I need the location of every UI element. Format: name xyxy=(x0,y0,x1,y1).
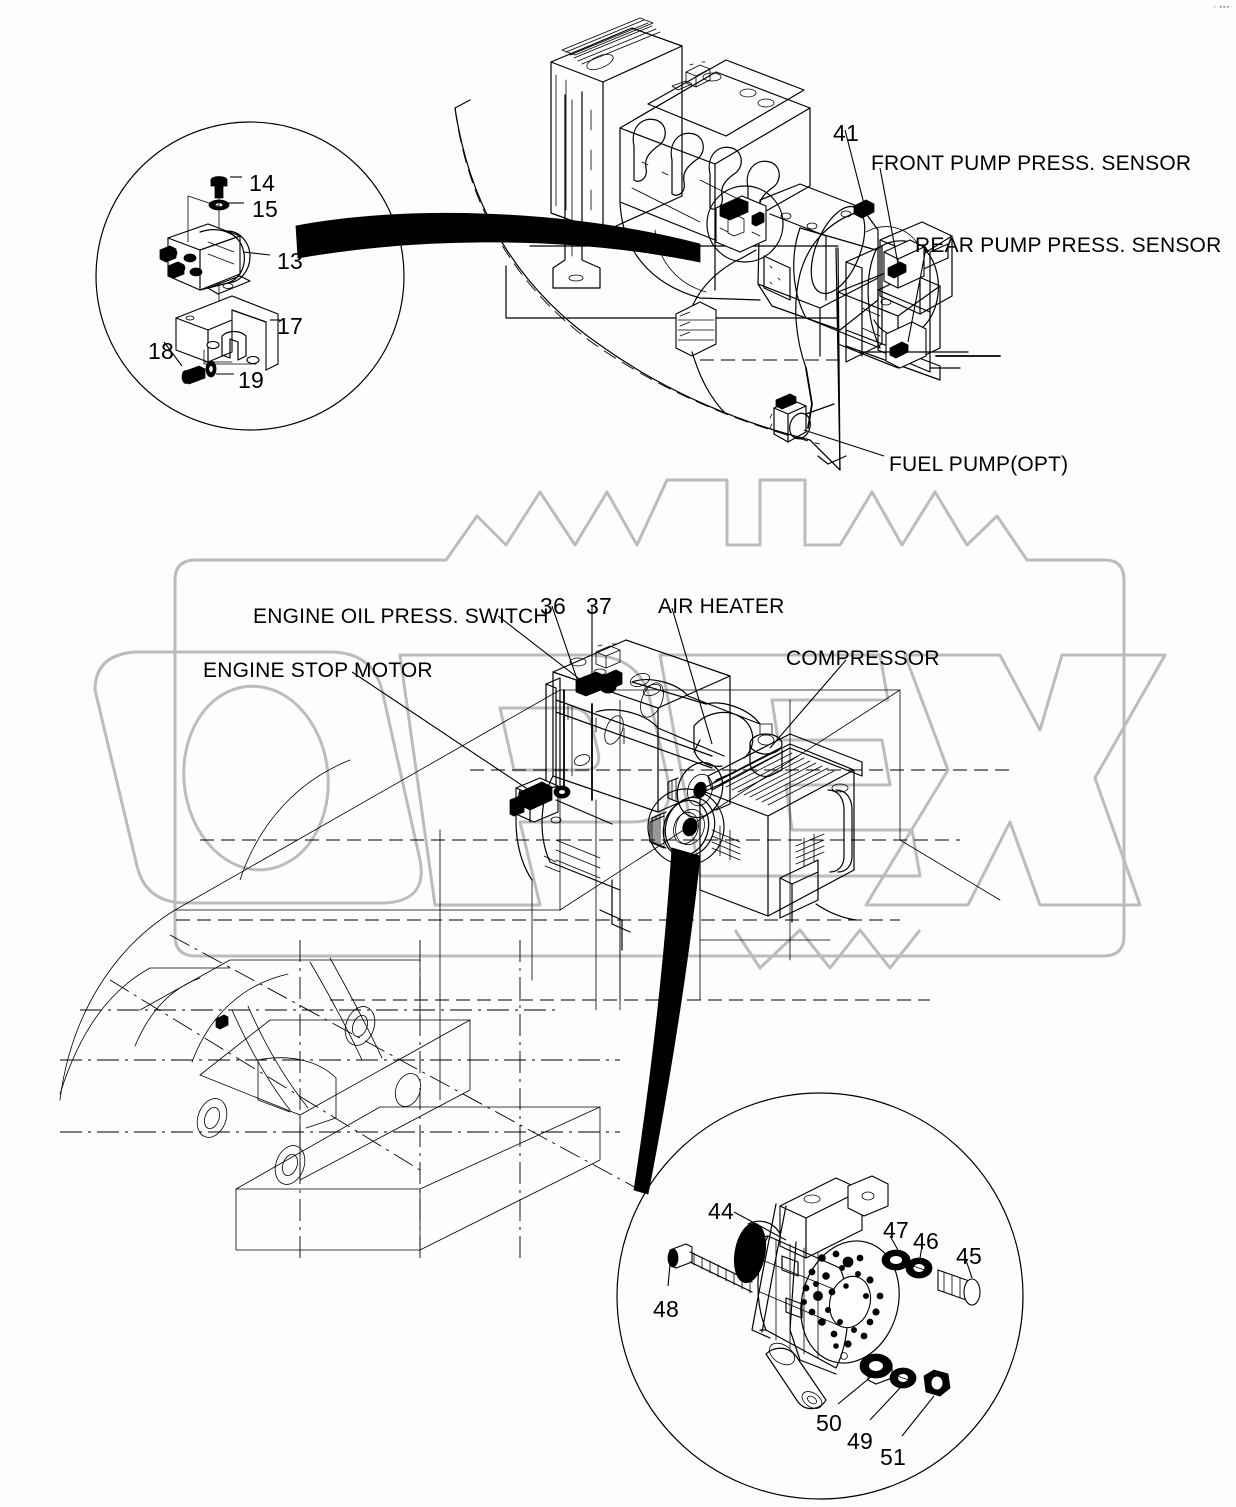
item-19: 19 xyxy=(238,367,264,393)
lower-deck-outline xyxy=(809,247,969,471)
pressure-sensors xyxy=(853,199,927,369)
air-heater-unit xyxy=(693,711,783,777)
item-44: 44 xyxy=(708,1198,734,1224)
pulley-group xyxy=(649,761,731,857)
item-50: 50 xyxy=(816,1410,842,1436)
item-48: 48 xyxy=(653,1296,679,1322)
front-pump-press-sensor: FRONT PUMP PRESS. SENSOR xyxy=(871,152,1192,175)
compressor: COMPRESSOR xyxy=(786,647,940,670)
middle-engine-assembly xyxy=(509,639,863,1195)
engine-body-mid xyxy=(509,639,761,825)
item-15: 15 xyxy=(252,196,278,222)
item-47: 47 xyxy=(883,1217,909,1243)
opex-watermark xyxy=(93,478,1167,970)
engine-deck xyxy=(454,99,841,471)
item-37: 37 xyxy=(586,593,612,619)
leader-cone-starter xyxy=(295,212,701,263)
engine-detail-inset-small xyxy=(706,185,784,263)
callout-leaders xyxy=(351,129,927,797)
item-14: 14 xyxy=(249,170,275,196)
wire-harness xyxy=(675,211,859,429)
engine-stop-motor: ENGINE STOP MOTOR xyxy=(203,659,433,682)
item-41: 41 xyxy=(833,120,859,146)
item-17: 17 xyxy=(277,313,303,339)
alternator-detail xyxy=(616,1092,1024,1500)
leader-cone-alternator xyxy=(633,847,701,1195)
radiator-mid xyxy=(699,733,863,923)
starter-relay-detail xyxy=(95,121,405,431)
deck-dashed-edge xyxy=(454,107,821,445)
item-51: 51 xyxy=(880,1444,906,1470)
excavator-outline xyxy=(59,689,1010,1260)
rear-pump-press-sensor: REAR PUMP PRESS. SENSOR xyxy=(915,234,1222,257)
fuel-pump-opt: FUEL PUMP(OPT) xyxy=(889,453,1069,476)
bell-housing-mid xyxy=(515,775,621,891)
fuel-pump xyxy=(769,393,835,443)
item-18: 18 xyxy=(148,338,174,364)
item-49: 49 xyxy=(847,1428,873,1454)
air-heater: AIR HEATER xyxy=(658,595,785,618)
item-36: 36 xyxy=(540,593,566,619)
corner-mark: ▫ ▪▪▪ xyxy=(1213,4,1230,11)
item-13: 13 xyxy=(277,248,303,274)
item-46: 46 xyxy=(913,1228,939,1254)
upper-engine-assembly xyxy=(295,17,1001,471)
engine-oil-press-switch: ENGINE OIL PRESS. SWITCH xyxy=(253,605,549,628)
item-45: 45 xyxy=(956,1243,982,1269)
engine-block xyxy=(619,59,811,301)
